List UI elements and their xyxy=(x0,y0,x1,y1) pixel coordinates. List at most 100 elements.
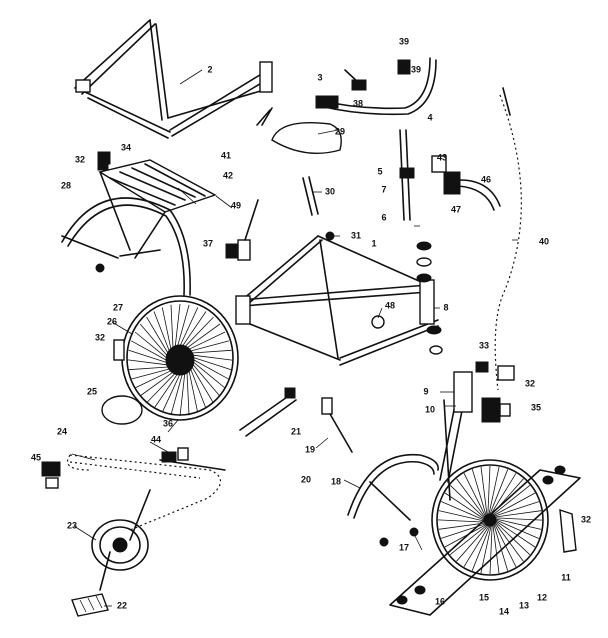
part-label-8: 8 xyxy=(443,302,449,313)
part-label-32: 32 xyxy=(74,154,86,165)
upper-frame-part xyxy=(74,19,273,139)
part-label-7: 7 xyxy=(381,184,387,195)
wheel-spoke xyxy=(480,466,488,515)
brake-pad-rear xyxy=(113,339,125,361)
wheel-spoke xyxy=(131,340,167,361)
brake-pad-right xyxy=(559,508,577,553)
wheel-spoke xyxy=(456,478,486,518)
main-frame-part xyxy=(235,235,439,366)
part-label-24: 24 xyxy=(56,426,68,437)
front-wheel-part xyxy=(431,459,549,581)
wheel-spoke xyxy=(456,525,489,562)
part-label-41: 41 xyxy=(220,150,232,161)
part-label-32: 32 xyxy=(94,332,106,343)
part-label-3: 3 xyxy=(317,72,323,83)
rear-derailleur-part xyxy=(41,461,61,489)
part-label-5: 5 xyxy=(377,166,383,177)
wheel-spoke xyxy=(170,373,183,416)
wheel-spoke xyxy=(493,524,509,571)
brake-cable-part xyxy=(494,94,522,391)
wheel-spoke xyxy=(182,311,207,347)
seat-part xyxy=(261,107,342,216)
part-label-48: 48 xyxy=(384,300,396,311)
wheel-spoke xyxy=(438,522,485,530)
part-label-38: 38 xyxy=(352,98,364,109)
wheel-spoke xyxy=(495,510,542,518)
part-label-13: 13 xyxy=(518,600,530,611)
rear-brake-part xyxy=(225,199,259,261)
part-label-32: 32 xyxy=(580,514,592,525)
wheel-spoke xyxy=(495,520,536,548)
part-label-2: 2 xyxy=(207,64,213,75)
part-label-39: 39 xyxy=(398,36,410,47)
part-label-4: 4 xyxy=(427,112,433,123)
wheel-spoke xyxy=(449,524,488,556)
wheel-spoke xyxy=(128,349,167,363)
kickstand-part xyxy=(239,387,297,437)
wheel-spoke xyxy=(489,469,509,515)
spoke-protector-disk xyxy=(101,395,143,425)
part-label-46: 46 xyxy=(480,174,492,185)
wheel-spoke xyxy=(193,357,232,371)
wheel-spoke xyxy=(130,368,170,380)
wheel-spoke xyxy=(186,372,190,416)
part-label-35: 35 xyxy=(530,402,542,413)
wheel-spoke xyxy=(184,316,214,348)
wheel-spoke xyxy=(146,316,169,354)
part-label-6: 6 xyxy=(381,212,387,223)
wheel-spoke xyxy=(471,525,491,571)
part-label-49: 49 xyxy=(230,200,242,211)
wheel-spoke xyxy=(170,304,174,348)
wheel-spoke xyxy=(463,525,490,567)
wheel-spoke xyxy=(495,518,542,530)
part-label-15: 15 xyxy=(478,592,490,603)
wheel-spoke xyxy=(153,311,170,352)
part-label-22: 22 xyxy=(116,600,128,611)
part-label-28: 28 xyxy=(60,180,72,191)
wheel-spoke xyxy=(480,525,492,574)
part-label-27: 27 xyxy=(112,302,124,313)
wheel-spoke xyxy=(490,473,517,515)
part-label-47: 47 xyxy=(450,204,462,215)
part-label-10: 10 xyxy=(424,404,436,415)
part-label-30: 30 xyxy=(324,186,336,197)
part-label-1: 1 xyxy=(371,238,377,249)
part-label-34: 34 xyxy=(120,142,132,153)
wheel-spoke xyxy=(134,370,172,389)
wheel-spoke xyxy=(188,370,199,413)
brake-pad-front xyxy=(497,365,515,381)
wheel-spoke xyxy=(494,501,540,517)
stem-part xyxy=(399,129,447,355)
wheel-spoke xyxy=(188,331,226,350)
rear-fender-part xyxy=(61,197,191,296)
part-label-40: 40 xyxy=(538,236,550,247)
wheel-spoke xyxy=(127,359,167,366)
shift-lever-part xyxy=(159,447,226,471)
part-label-12: 12 xyxy=(536,592,548,603)
wheel-spoke xyxy=(444,492,485,520)
wheel-spoke xyxy=(153,373,178,409)
wheel-spoke xyxy=(139,323,168,356)
rear-rack-part xyxy=(97,159,217,259)
wheel-spoke xyxy=(186,323,221,349)
brake-pad-upper-left xyxy=(97,151,111,165)
wheel-spoke xyxy=(174,303,181,347)
part-label-16: 16 xyxy=(434,596,446,607)
wheel-spoke xyxy=(193,359,229,380)
part-label-31: 31 xyxy=(350,230,362,241)
front-axle-part xyxy=(389,465,581,616)
part-label-26: 26 xyxy=(106,316,118,327)
wheel-spoke xyxy=(444,524,487,548)
part-label-45: 45 xyxy=(30,452,42,463)
wheel-spoke xyxy=(471,469,487,516)
wheel-spoke xyxy=(192,349,232,354)
wheel-spoke xyxy=(441,501,485,521)
part-label-9: 9 xyxy=(423,386,429,397)
small-fasteners xyxy=(95,109,419,547)
part-label-21: 21 xyxy=(290,426,302,437)
part-label-14: 14 xyxy=(498,606,510,617)
wheel-spoke xyxy=(193,354,233,361)
wheel-spoke xyxy=(463,473,486,517)
part-label-18: 18 xyxy=(330,476,342,487)
